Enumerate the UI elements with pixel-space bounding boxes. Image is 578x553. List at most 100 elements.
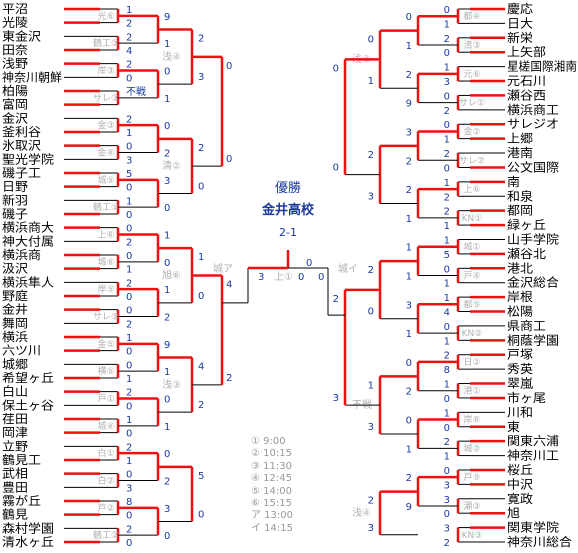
right-r2-score: 2 (406, 70, 412, 81)
right-r2-score: 9 (406, 99, 412, 110)
left-team-name: 立野 (2, 438, 28, 453)
left-team-name: 日野 (2, 180, 28, 194)
right-team-name: 岸根 (507, 290, 533, 304)
final-right-venue: 城イ (338, 263, 358, 275)
right-r3-score: 3 (368, 422, 374, 433)
final-sub-score: 0 (318, 272, 324, 283)
right-r1-venue: 戸④ (463, 271, 480, 282)
right-team-name: 戸塚 (507, 348, 533, 362)
legend-item: ② 10:15 (251, 448, 292, 460)
left-team-name: 城郷 (2, 357, 28, 371)
left-r1-score: 0 (126, 511, 132, 522)
legend-item: ① 9:00 (251, 436, 286, 447)
right-r1-score: 1 (444, 135, 450, 146)
right-r1-venue: 城② (463, 443, 480, 454)
right-r4-score: 2 (333, 294, 339, 305)
left-r1-venue: 城④ (97, 421, 114, 432)
left-r1-score: 0 (126, 401, 132, 412)
right-r1-score: 3 (444, 495, 450, 506)
right-r3-score: 0 (368, 35, 374, 46)
left-r2-score: 0 (164, 531, 170, 542)
left-r1-venue: 金③ (97, 119, 114, 131)
legend-item: ア 13:00 (251, 510, 293, 522)
right-team-name: 瀬谷西 (507, 88, 546, 102)
left-r1-venue: 城⑤ (97, 175, 114, 186)
left-team-name: 釜利谷 (2, 124, 41, 139)
right-team-name: 金沢総合 (507, 275, 559, 290)
left-team-name: 舞岡 (2, 316, 28, 330)
right-r1-venue: 金② (463, 125, 480, 137)
left-r2-score: 1 (164, 367, 170, 378)
right-r2-score: 1 (406, 214, 412, 225)
left-r1-venue: 白① (97, 447, 114, 459)
left-team-name: 田奈 (2, 43, 28, 57)
right-r1-score: 0 (444, 264, 450, 275)
left-r2-score: 1 (164, 422, 170, 433)
right-team-name: 都岡 (507, 204, 533, 218)
right-r1-score: 1 (444, 452, 450, 463)
left-r1-score: 2 (126, 60, 132, 71)
right-r1-venue: 上⑥ (463, 184, 480, 195)
left-r1-score: 1 (126, 128, 132, 139)
left-team-name: 聖光学院 (2, 151, 54, 166)
legend-item: ⑥ 15:15 (251, 498, 292, 510)
left-r1-venue: 鶴工③ (93, 37, 119, 49)
right-r1-venue: 都⑤ (463, 299, 480, 310)
final-left-score: 3 (258, 272, 264, 283)
left-team-name: 富岡 (2, 97, 28, 112)
right-r1-venue: 日② (463, 357, 480, 368)
left-r1-score: 0 (126, 251, 132, 262)
left-r4-score: 4 (226, 280, 232, 291)
right-team-name: 市ヶ尾 (507, 390, 546, 405)
right-team-name: 和泉 (507, 189, 533, 203)
left-r1-score: 3 (126, 483, 132, 494)
left-r3-score: 0 (198, 510, 204, 521)
right-team-name: 神奈川工 (507, 449, 559, 463)
left-r1-score: 0 (126, 429, 132, 440)
right-r1-venue: KN① (462, 214, 483, 224)
left-r2-score: 0 (164, 67, 170, 78)
left-team-name: 神大付属 (2, 234, 54, 248)
left-r1-score: 1 (126, 5, 132, 16)
right-r2-score: 1 (406, 41, 412, 52)
right-team-name: 秀英 (507, 362, 533, 376)
left-r1-venue: 岸⑤ (97, 284, 114, 295)
right-team-name: 桐蔭学園 (507, 332, 559, 347)
right-r1-venue: 元⑥ (463, 70, 480, 80)
left-r1-score: 0 (126, 73, 132, 84)
left-r2-score: 9 (164, 340, 170, 351)
left-r1-score: 2 (126, 319, 132, 330)
left-r3-venue: 浅④ (162, 50, 181, 63)
left-r2-score: 1 (164, 39, 170, 50)
left-team-name: 岡津 (2, 426, 28, 440)
left-r1-venue: サレ⑤ (93, 312, 119, 323)
right-r1-venue: KN② (462, 329, 483, 339)
right-r2-score: 1 (406, 444, 412, 455)
right-r1-score: 2 (444, 34, 450, 45)
right-r1-venue: 都④ (463, 11, 480, 22)
left-r3-score: 2 (198, 400, 204, 411)
left-r3-score: 1 (198, 252, 204, 263)
right-r3-score: 3 (368, 191, 374, 202)
right-r1-score: 1 (444, 336, 450, 347)
left-r1-venue: 城⑥ (97, 257, 114, 268)
right-r2-score: 1 (406, 329, 412, 340)
left-team-name: 六ツ川 (2, 344, 41, 358)
right-team-name: 川和 (507, 405, 533, 419)
left-team-name: 森村学園 (2, 520, 54, 535)
right-r1-score: 2 (444, 149, 450, 160)
right-r2-score: 1 (406, 272, 412, 283)
right-r1-score: 0 (444, 322, 450, 333)
left-team-name: 荏田 (2, 412, 28, 426)
left-r1-venue: 光⑥ (97, 10, 114, 22)
left-r1-venue: 上⑥ (97, 230, 114, 241)
left-r1-venue: 鶴工① (93, 201, 119, 213)
right-r2-score: 0 (406, 358, 412, 369)
left-team-name: 野庭 (2, 288, 28, 303)
left-team-name: 磯子 (2, 207, 28, 221)
left-r1-venue: 横⑤ (97, 365, 114, 377)
left-r2-score: 0 (164, 449, 170, 460)
right-r1-score: 2 (444, 351, 450, 362)
left-r4-score: 0 (226, 154, 232, 165)
left-r1-score: 0 (126, 347, 132, 358)
